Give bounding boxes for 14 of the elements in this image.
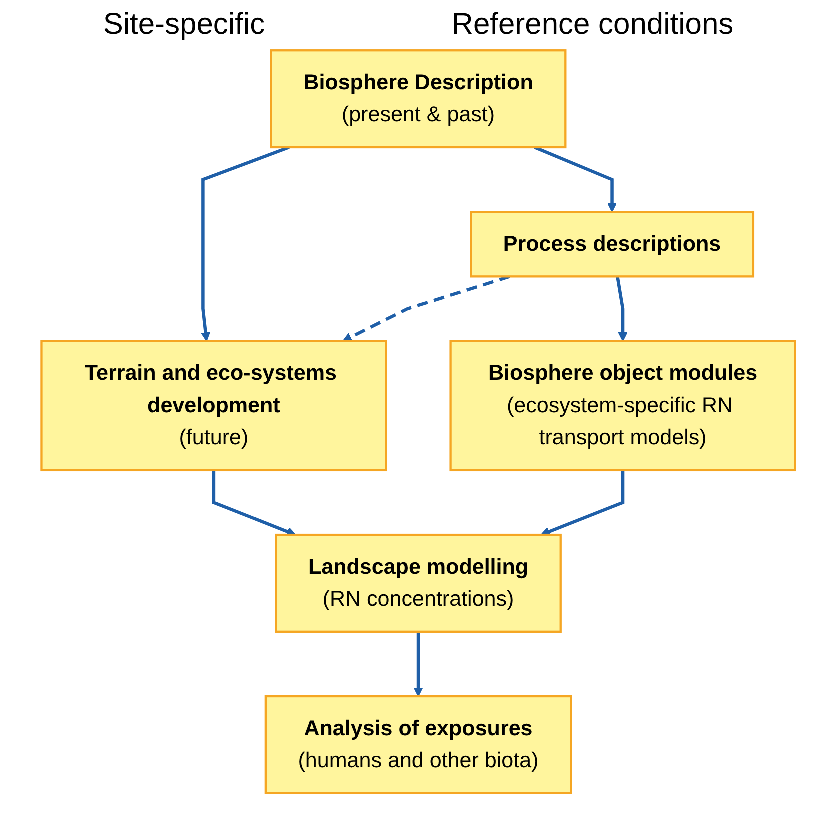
arrow xyxy=(534,146,617,213)
node-box: Biosphere Description (present & past) xyxy=(270,50,567,149)
node-box: Process descriptions xyxy=(470,211,755,278)
column-heading: Reference conditions xyxy=(452,8,734,42)
arrow xyxy=(342,275,510,342)
arrow xyxy=(212,470,296,536)
node-box: Terrain and eco-systems development (future) xyxy=(40,340,388,472)
arrow xyxy=(616,276,628,342)
arrow xyxy=(414,632,424,697)
node-box: Analysis of exposures (humans and other biota) xyxy=(264,695,572,794)
arrow xyxy=(540,470,625,536)
node-box: Landscape modelling (RN concentrations) xyxy=(275,534,562,633)
node-box: Biosphere object modules (ecosystem-specific RN transport models) xyxy=(450,340,796,472)
column-heading: Site-specific xyxy=(103,8,266,42)
